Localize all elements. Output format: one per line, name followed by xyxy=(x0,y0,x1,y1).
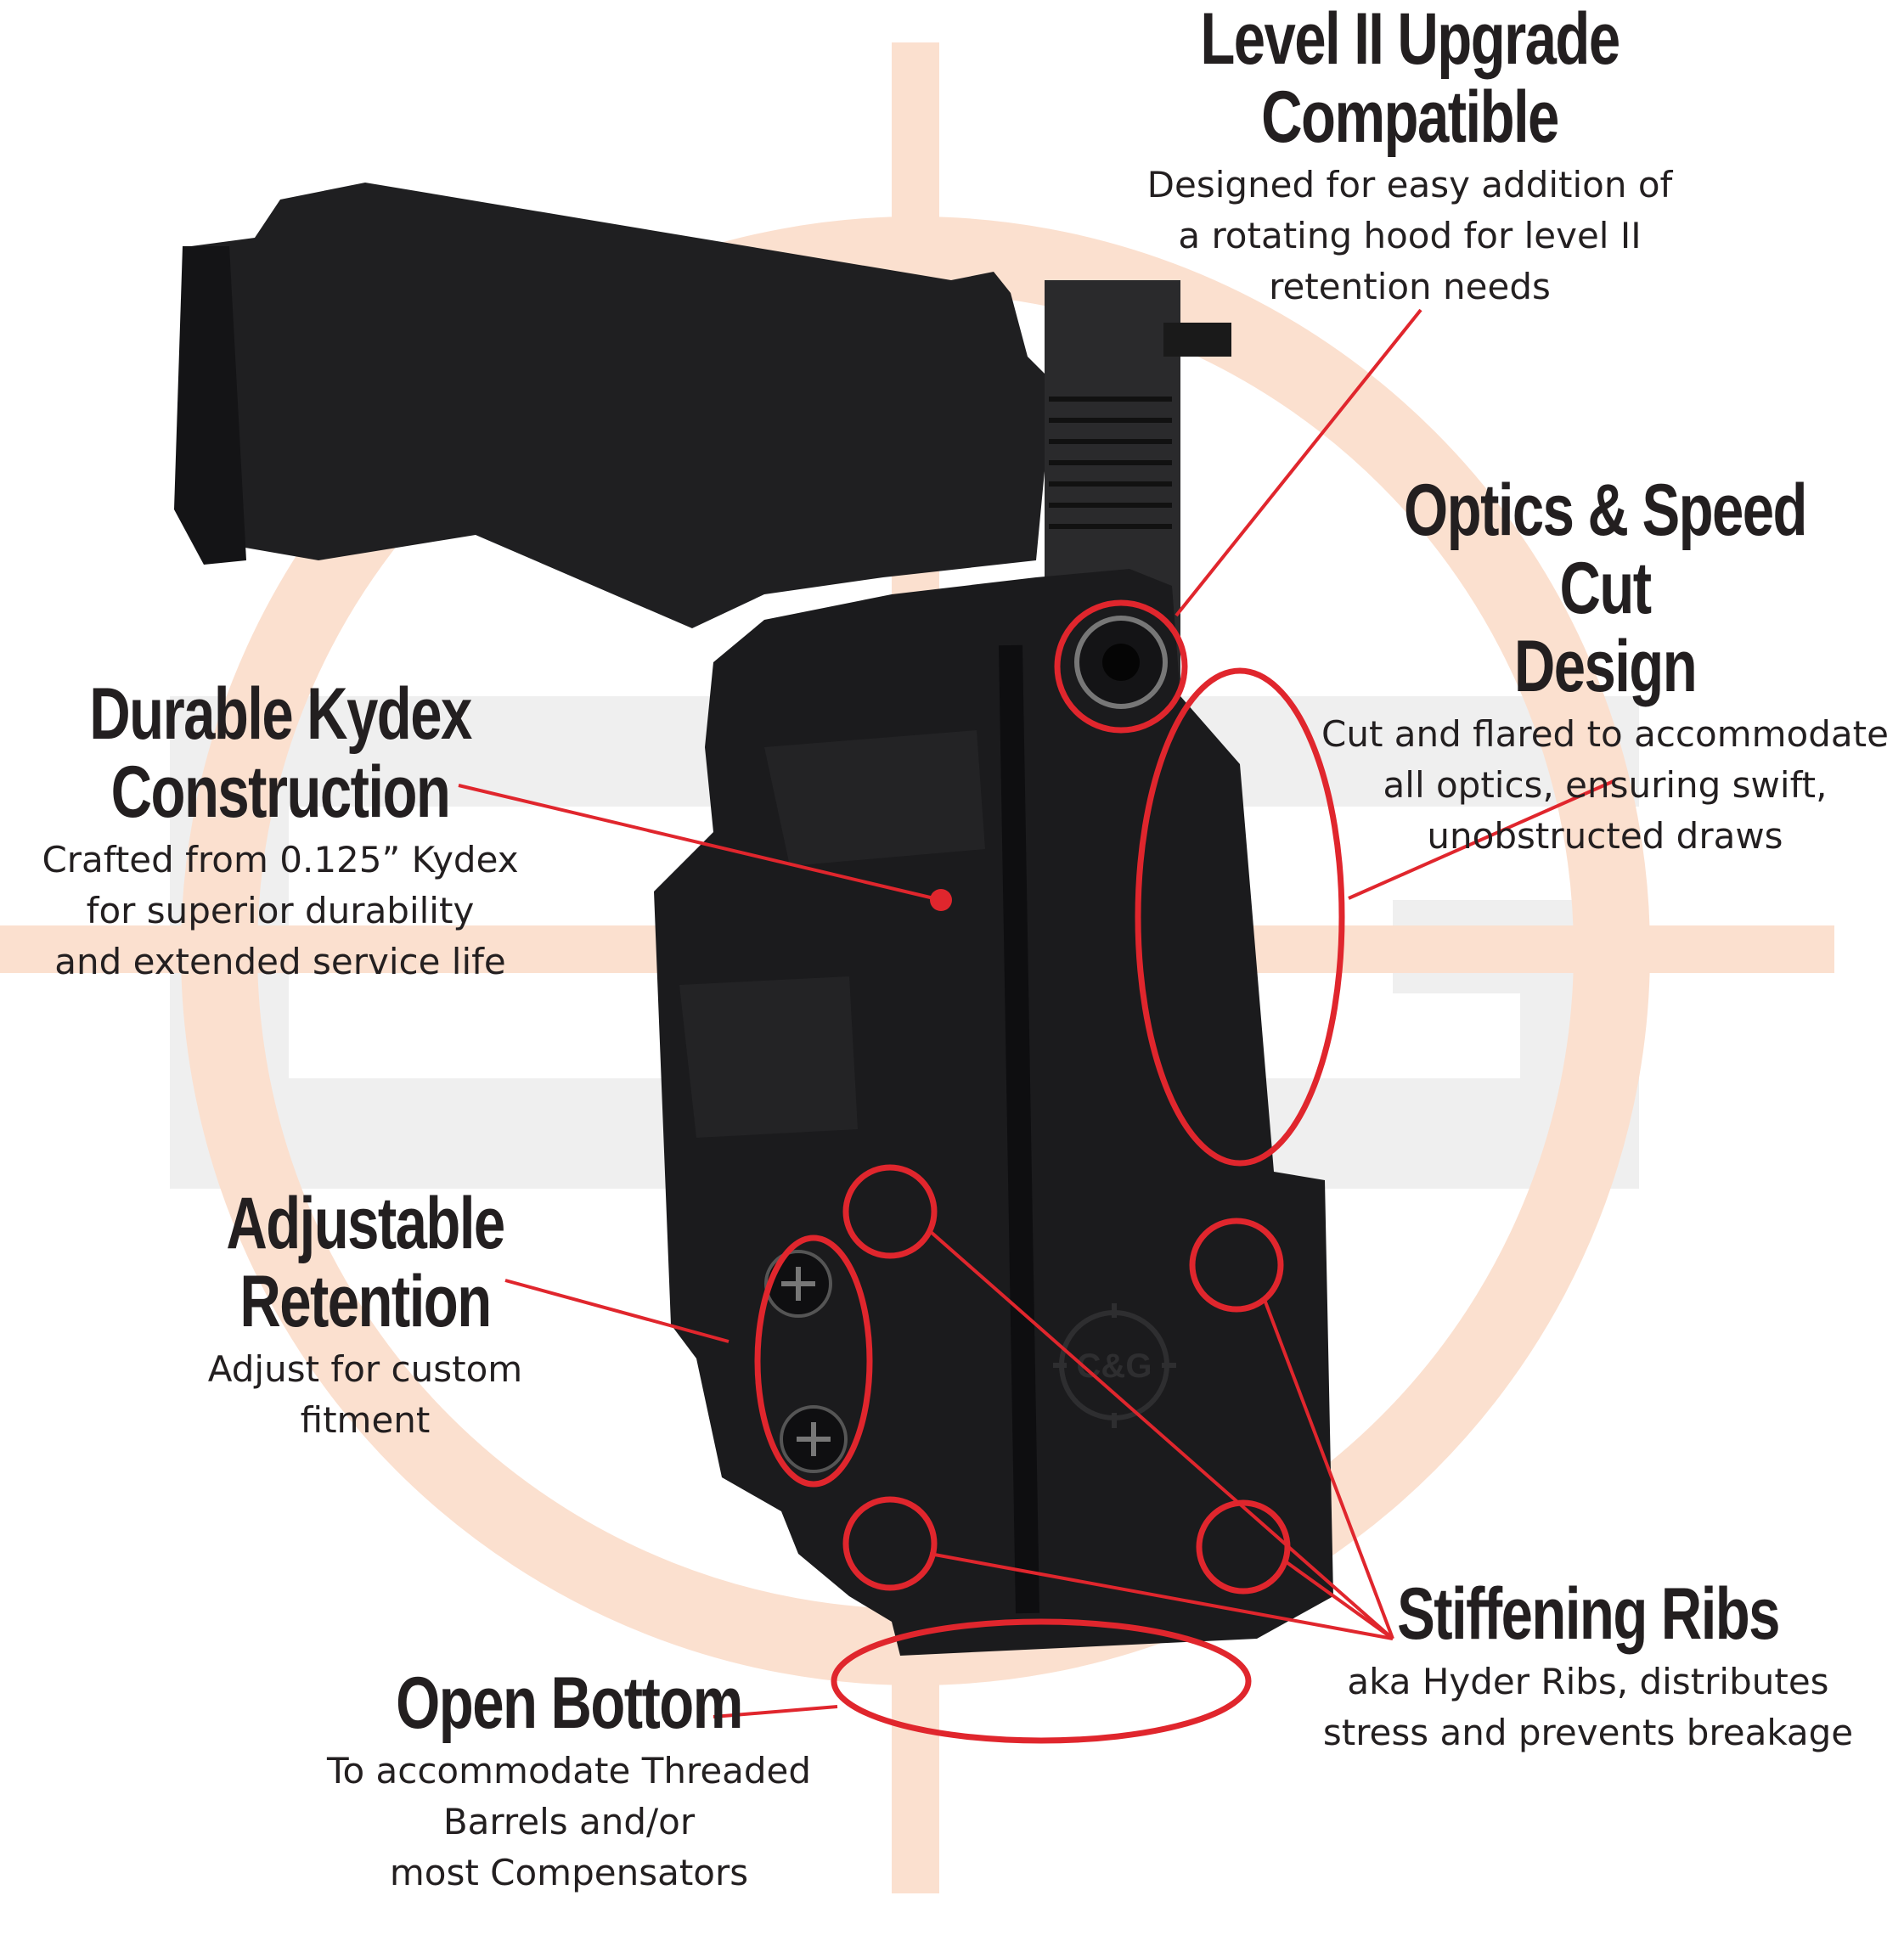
callout-body: Designed for easy addition of a rotating… xyxy=(1087,160,1732,312)
title-line: Level II Upgrade xyxy=(1200,0,1620,80)
body-line: most Compensators xyxy=(389,1852,749,1893)
body-line: Designed for easy addition of xyxy=(1146,164,1673,205)
body-line: unobstructed draws xyxy=(1427,815,1783,857)
title-line: Optics & Speed Cut xyxy=(1404,470,1807,629)
callout-title: Stiffening Ribs xyxy=(1356,1575,1820,1653)
holster-shell: C&G xyxy=(654,569,1333,1656)
callout-open-bottom: Open Bottom To accommodate Threaded Barr… xyxy=(280,1664,858,1898)
marker-rib-2 xyxy=(1189,1218,1284,1313)
title-line: Stiffening Ribs xyxy=(1397,1573,1780,1655)
title-line: Design xyxy=(1513,626,1698,707)
marker-open-bottom xyxy=(831,1618,1252,1744)
body-line: Crafted from 0.125” Kydex xyxy=(42,839,519,880)
leader-lines xyxy=(458,308,1614,1718)
body-line: and extended service life xyxy=(54,941,506,982)
marker-hood-screw xyxy=(1054,599,1188,734)
body-line: a rotating hood for level II xyxy=(1178,215,1642,256)
body-line: Cut and flared to accommodate xyxy=(1321,713,1889,755)
body-line: Adjust for custom xyxy=(207,1348,523,1390)
callout-kydex-construction: Durable Kydex Construction Crafted from … xyxy=(17,675,544,987)
callout-title: Optics & Speed Cut Design xyxy=(1373,471,1837,706)
body-line: retention needs xyxy=(1269,266,1551,307)
body-line: stress and prevents breakage xyxy=(1322,1712,1854,1753)
title-line: Adjustable xyxy=(226,1183,505,1264)
kydex-marker-dot xyxy=(930,889,952,911)
title-line: Durable Kydex xyxy=(89,673,472,755)
pistol xyxy=(174,183,1231,688)
title-line: Open Bottom xyxy=(396,1662,743,1744)
body-line: for superior durability xyxy=(86,890,475,931)
callout-title: Open Bottom xyxy=(344,1664,794,1742)
callout-body: Crafted from 0.125” Kydex for superior d… xyxy=(17,835,544,987)
svg-text:C&G: C&G xyxy=(1077,1347,1152,1385)
marker-retention xyxy=(754,1235,873,1488)
callout-body: To accommodate Threaded Barrels and/or m… xyxy=(280,1746,858,1898)
body-line: fitment xyxy=(300,1399,431,1441)
body-line: Barrels and/or xyxy=(442,1801,696,1842)
callout-stiffening-ribs: Stiffening Ribs aka Hyder Ribs, distribu… xyxy=(1291,1575,1885,1758)
callout-title: Durable Kydex Construction xyxy=(75,675,486,831)
marker-optics-cut xyxy=(1135,667,1345,1167)
title-line: Compatible xyxy=(1261,76,1559,158)
callout-adjustable-retention: Adjustable Retention Adjust for custom f… xyxy=(161,1184,569,1446)
callout-optics-speed-cut: Optics & Speed Cut Design Cut and flared… xyxy=(1308,471,1902,862)
title-line: Retention xyxy=(239,1261,492,1342)
cg-logo: C&G xyxy=(1053,1303,1176,1428)
callout-title: Adjustable Retention xyxy=(206,1184,524,1341)
callout-body: Cut and flared to accommodate all optics… xyxy=(1308,709,1902,862)
title-line: Construction xyxy=(110,751,451,833)
callout-body: aka Hyder Ribs, distributes stress and p… xyxy=(1291,1657,1885,1758)
callout-body: Adjust for custom fitment xyxy=(161,1344,569,1446)
marker-rib-1 xyxy=(842,1164,938,1259)
body-line: all optics, ensuring swift, xyxy=(1383,764,1828,806)
body-line: aka Hyder Ribs, distributes xyxy=(1347,1661,1829,1702)
callout-title: Level II Upgrade Compatible xyxy=(1158,0,1662,156)
body-line: To accommodate Threaded xyxy=(326,1750,812,1792)
callout-level-ii: Level II Upgrade Compatible Designed for… xyxy=(1087,0,1732,312)
marker-rib-3 xyxy=(842,1496,938,1591)
